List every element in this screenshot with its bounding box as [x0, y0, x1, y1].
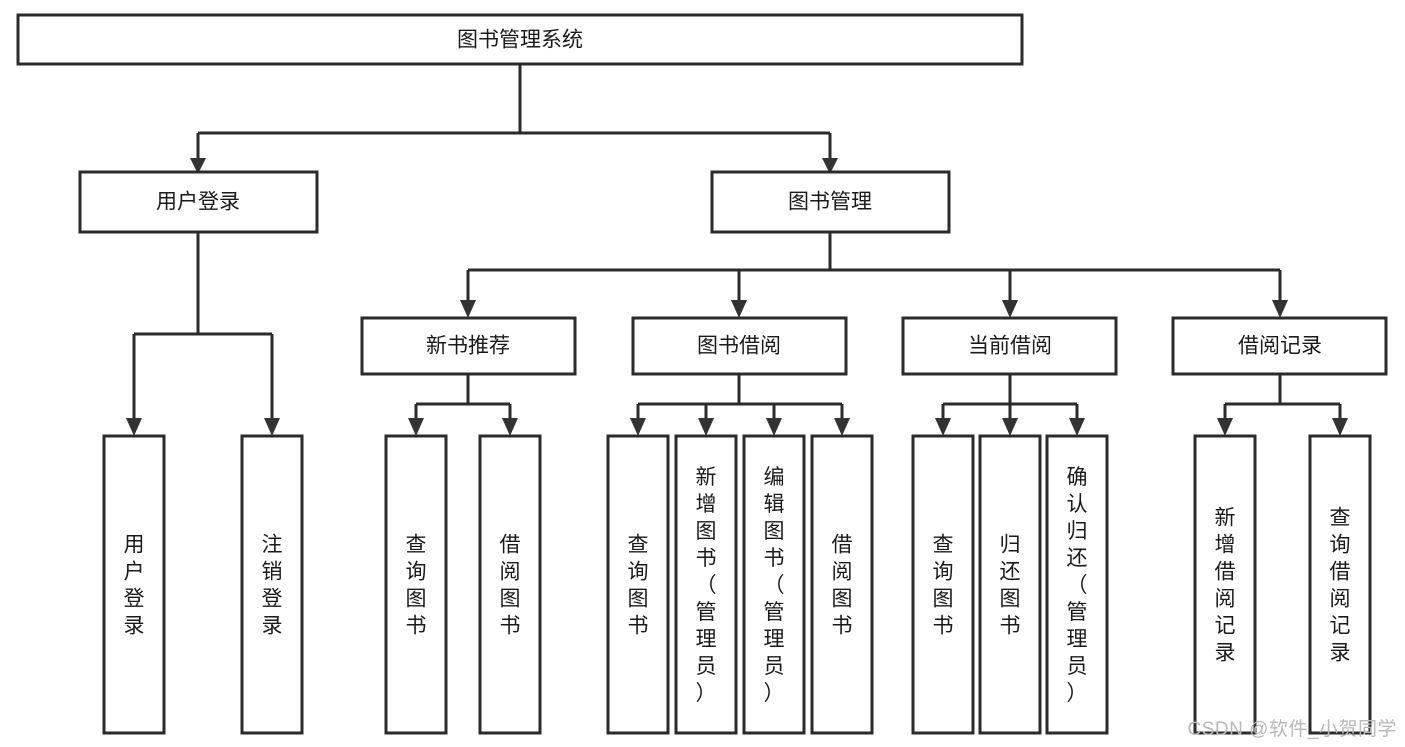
leaf-user-login-logout[interactable]: 注销登录 — [240, 434, 304, 735]
leaf-record-query-box[interactable] — [1308, 434, 1372, 735]
leaf-borrow-query[interactable]: 查询图书 — [606, 434, 670, 735]
node-root[interactable]: 图书管理系统 — [16, 13, 1024, 66]
leaf-borrow-add-book-label: 新增图书（管理员） — [696, 466, 717, 705]
node-book-borrow-label: 图书借阅 — [697, 335, 781, 358]
node-book-borrow-box[interactable] — [631, 316, 848, 376]
arrow-new-book-leaf-1 — [408, 418, 424, 436]
leaf-record-query-label: 查询借阅记录 — [1330, 507, 1351, 665]
leaf-record-add-label: 新增借阅记录 — [1215, 507, 1236, 665]
leaf-borrow-edit-book-label: 编辑图书（管理员） — [764, 466, 785, 705]
node-borrow-record[interactable]: 借阅记录 — [1171, 316, 1388, 376]
arrow-book-borrow-leaf-2 — [698, 418, 714, 436]
leaf-record-add[interactable]: 新增借阅记录 — [1193, 434, 1257, 735]
leaf-current-confirm-return-box[interactable] — [1045, 434, 1109, 735]
leaf-borrow-add-book[interactable]: 新增图书（管理员） — [674, 434, 738, 735]
connector-layer — [126, 64, 1348, 436]
leaf-user-login-logout-box[interactable] — [240, 434, 304, 735]
leaf-borrow-borrow-book-box[interactable] — [810, 434, 874, 735]
leaf-new-book-query[interactable]: 查询图书 — [384, 434, 448, 735]
node-root-label: 图书管理系统 — [457, 29, 583, 52]
leaf-current-query[interactable]: 查询图书 — [911, 434, 975, 735]
leaf-new-book-borrow[interactable]: 借阅图书 — [478, 434, 542, 735]
leaf-new-book-query-box[interactable] — [384, 434, 448, 735]
arrow-to-book-mgmt — [822, 158, 838, 174]
node-current-borrow-label: 当前借阅 — [968, 335, 1052, 358]
leaf-user-login-logout-label: 注销登录 — [262, 534, 283, 638]
csdn-watermark: CSDN @软件_小贺同学 — [1187, 719, 1397, 740]
leaf-record-query[interactable]: 查询借阅记录 — [1308, 434, 1372, 735]
leaf-borrow-edit-book[interactable]: 编辑图书（管理员） — [742, 434, 806, 735]
node-borrow-record-label: 借阅记录 — [1238, 335, 1322, 358]
arrow-current-borrow-leaf-3 — [1069, 418, 1085, 436]
arrow-borrow-record-leaf-1 — [1217, 418, 1233, 436]
node-borrow-record-box[interactable] — [1171, 316, 1388, 376]
node-current-borrow[interactable]: 当前借阅 — [901, 316, 1118, 376]
node-user-login[interactable]: 用户登录 — [78, 170, 319, 234]
leaf-new-book-borrow-box[interactable] — [478, 434, 542, 735]
node-book-management-box[interactable] — [710, 170, 951, 234]
node-book-borrow[interactable]: 图书借阅 — [631, 316, 848, 376]
node-root-box[interactable] — [16, 13, 1024, 66]
leaf-current-query-box[interactable] — [911, 434, 975, 735]
leaf-current-confirm-return[interactable]: 确认归还（管理员） — [1045, 434, 1109, 735]
leaf-user-login-login[interactable]: 用户登录 — [102, 434, 166, 735]
arrow-borrow-record-leaf-2 — [1332, 418, 1348, 436]
arrow-user-login-leaf-1 — [126, 418, 142, 436]
arrow-book-borrow-leaf-4 — [834, 418, 850, 436]
arrow-to-new-book — [460, 300, 476, 318]
leaf-borrow-borrow-book-label: 借阅图书 — [832, 534, 853, 638]
node-user-login-label: 用户登录 — [156, 191, 240, 214]
leaf-new-book-query-label: 查询图书 — [406, 534, 427, 638]
arrow-to-current-borrow — [1002, 300, 1018, 318]
arrow-new-book-leaf-2 — [502, 418, 518, 436]
leaf-borrow-edit-book-box[interactable] — [742, 434, 806, 735]
leaf-user-login-login-label: 用户登录 — [124, 534, 145, 638]
leaf-record-add-box[interactable] — [1193, 434, 1257, 735]
leaf-current-return-box[interactable] — [978, 434, 1042, 735]
leaf-current-return[interactable]: 归还图书 — [978, 434, 1042, 735]
node-new-book-recommend[interactable]: 新书推荐 — [360, 316, 577, 376]
node-user-login-box[interactable] — [78, 170, 319, 234]
leaf-new-book-borrow-label: 借阅图书 — [500, 534, 521, 638]
leaf-borrow-query-box[interactable] — [606, 434, 670, 735]
leaf-borrow-add-book-box[interactable] — [674, 434, 738, 735]
arrow-book-borrow-leaf-1 — [630, 418, 646, 436]
leaf-current-confirm-return-label: 确认归还（管理员） — [1067, 466, 1088, 705]
arrow-book-borrow-leaf-3 — [766, 418, 782, 436]
arrow-to-borrow-record — [1272, 300, 1288, 318]
node-book-management[interactable]: 图书管理 — [710, 170, 951, 234]
node-book-management-label: 图书管理 — [788, 191, 872, 214]
leaf-borrow-borrow-book[interactable]: 借阅图书 — [810, 434, 874, 735]
leaf-borrow-query-label: 查询图书 — [628, 534, 649, 638]
arrow-user-login-leaf-2 — [264, 418, 280, 436]
leaf-current-query-label: 查询图书 — [933, 534, 954, 638]
arrow-to-user-login — [190, 158, 206, 174]
leaf-user-login-login-box[interactable] — [102, 434, 166, 735]
node-new-book-recommend-label: 新书推荐 — [426, 335, 510, 358]
arrow-current-borrow-leaf-2 — [1002, 418, 1018, 436]
leaf-current-return-label: 归还图书 — [1000, 534, 1021, 638]
node-current-borrow-box[interactable] — [901, 316, 1118, 376]
node-new-book-recommend-box[interactable] — [360, 316, 577, 376]
arrow-to-book-borrow — [731, 300, 747, 318]
arrow-current-borrow-leaf-1 — [935, 418, 951, 436]
